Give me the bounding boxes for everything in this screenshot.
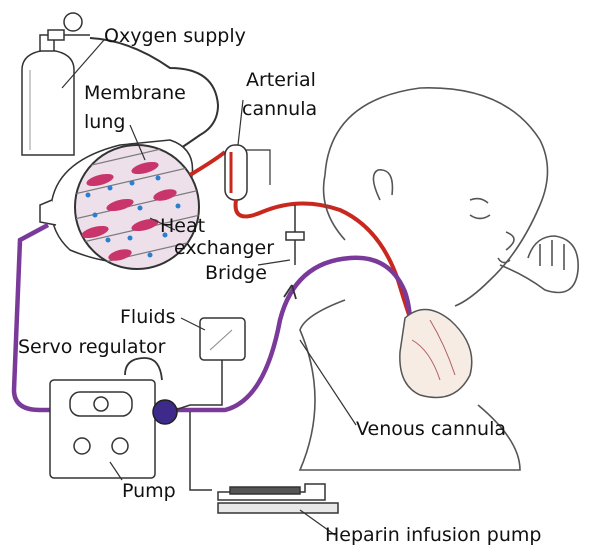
heparin-line [190,412,212,490]
label-heat-exchanger-line1: Heat [160,215,205,237]
label-venous-cannula: Venous cannula [356,418,506,440]
label-membrane-lung-line2: lung [84,111,125,133]
oxygen-regulator [48,13,90,40]
baby-figure [300,88,578,470]
arterial-line [190,152,225,175]
heart [400,309,472,397]
label-heat-exchanger-line2: exchanger [174,237,274,259]
fluids-bag [200,318,245,378]
pump-chamber [153,400,177,424]
servo-wire [125,358,162,380]
label-arterial-cannula-line2: cannula [242,98,317,120]
label-arterial-cannula-line1: Arterial [246,69,316,91]
heat-exchanger [225,145,247,200]
label-pump: Pump [122,480,176,502]
label-oxygen-supply: Oxygen supply [104,25,246,47]
oxygen-cylinder [22,35,74,155]
heparin-infusion-pump [218,484,338,513]
label-heparin-infusion-pump: Heparin infusion pump [325,524,541,546]
label-membrane-lung-line1: Membrane [84,82,186,104]
label-bridge: Bridge [205,262,267,284]
label-servo-regulator: Servo regulator [18,336,165,358]
label-fluids: Fluids [120,306,176,328]
bridge-clamp [286,205,304,265]
pump-unit [50,380,155,478]
